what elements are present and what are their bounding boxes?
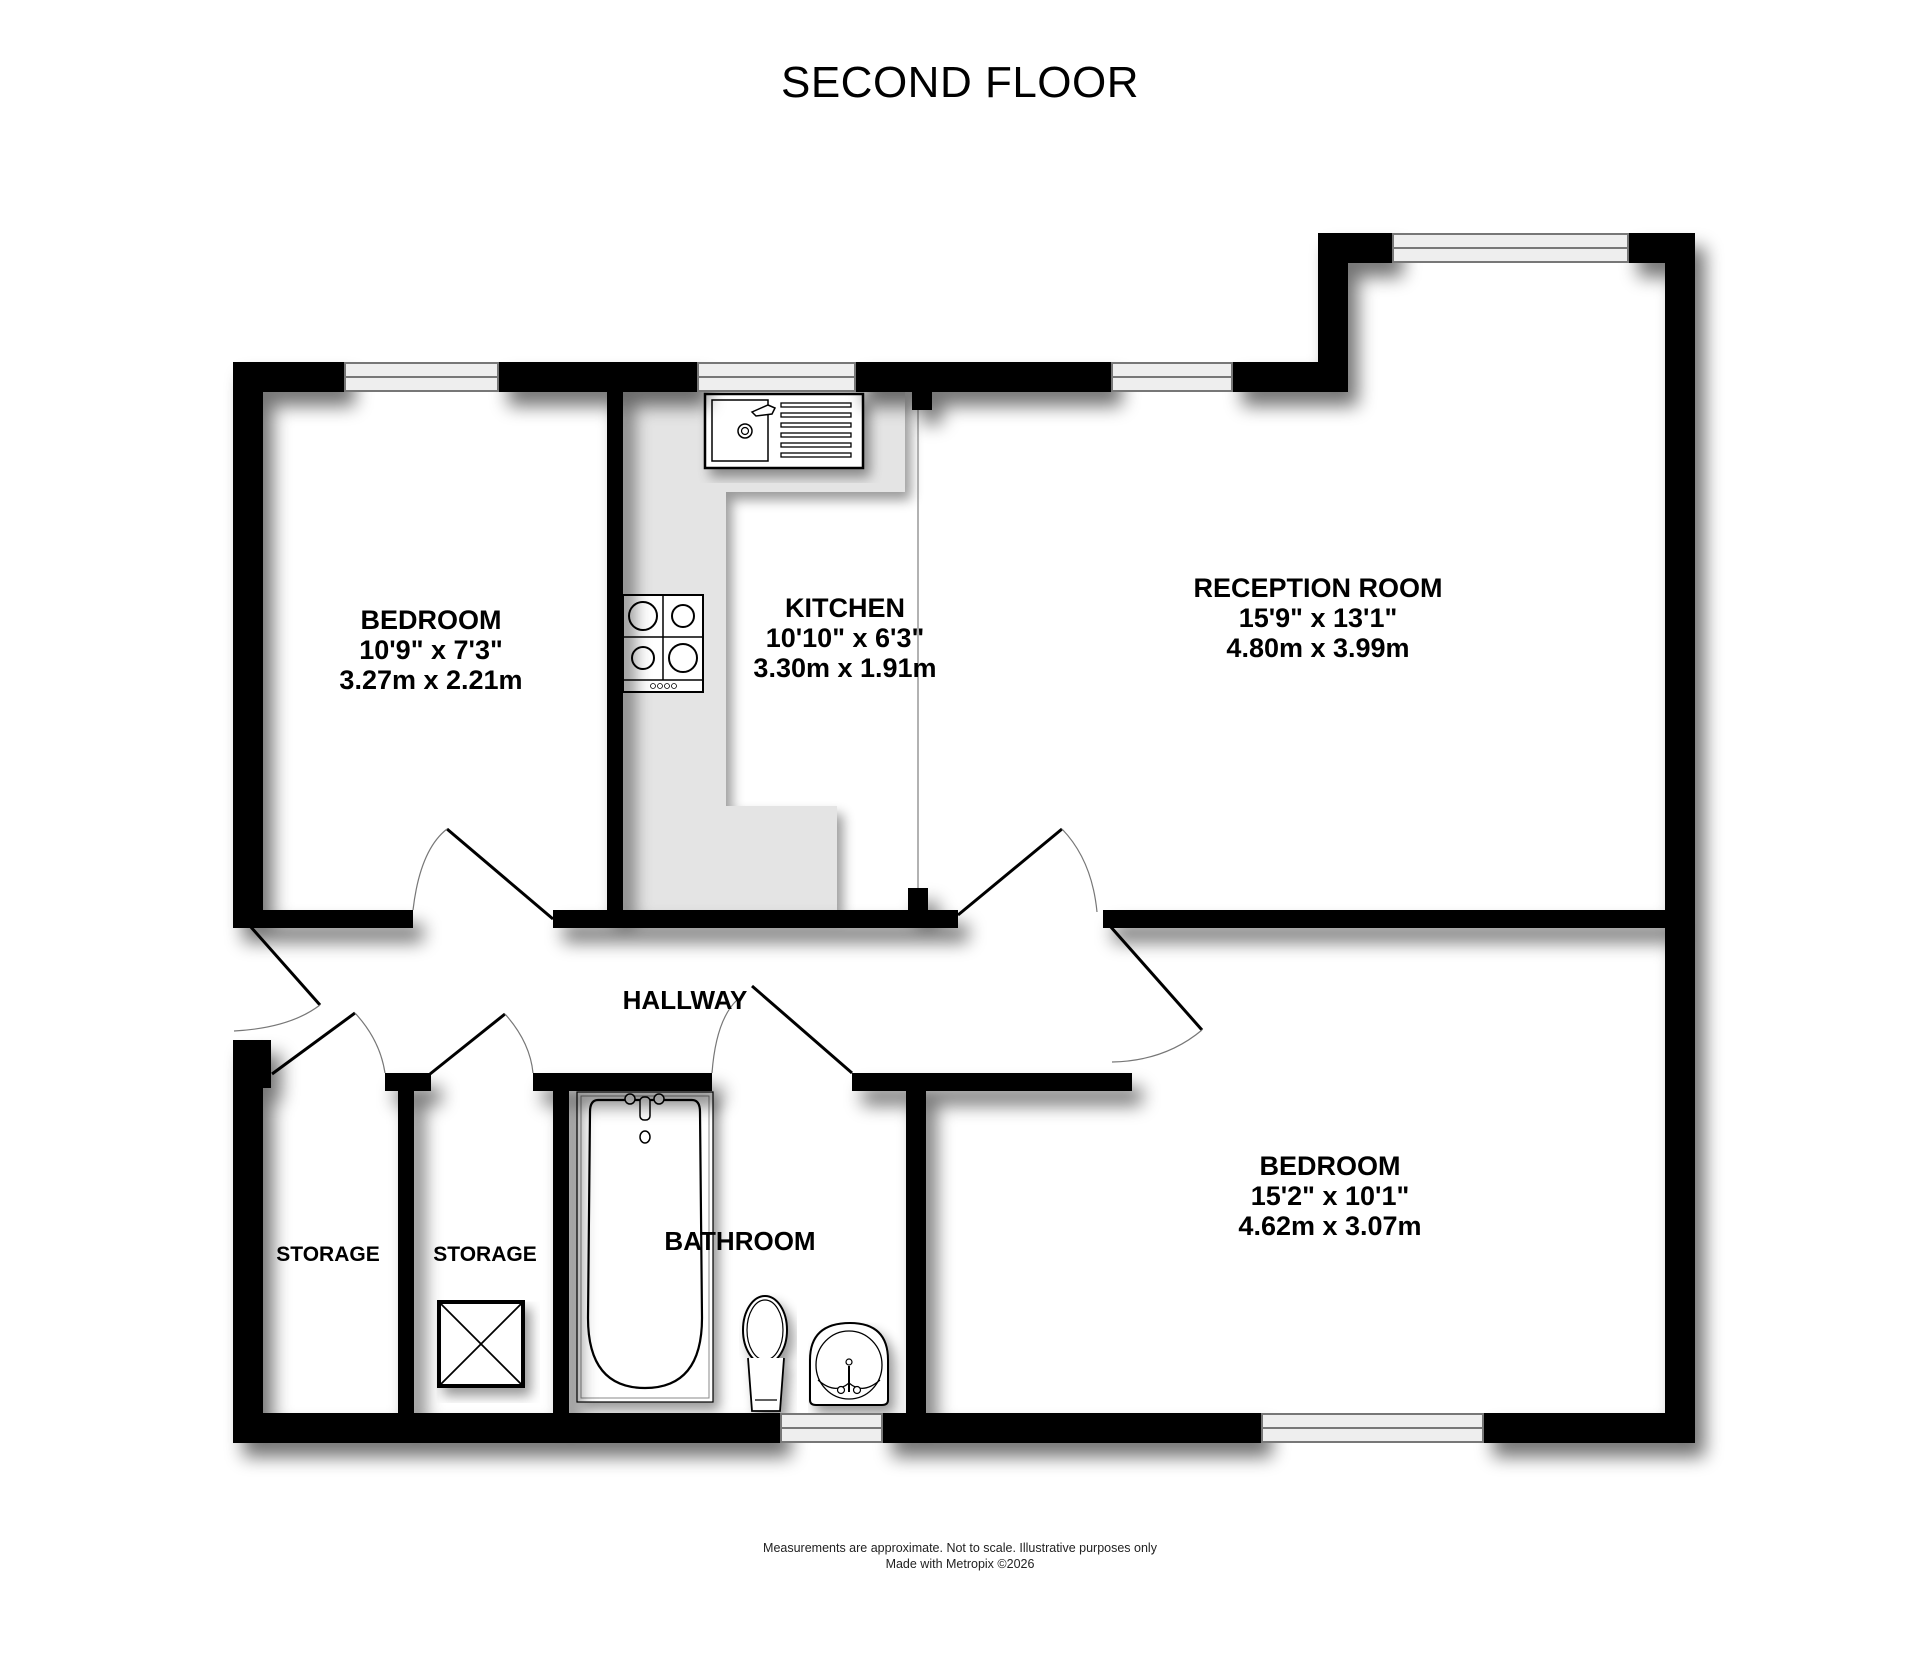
door-bedroom2 bbox=[1108, 925, 1204, 1063]
door-entrance bbox=[233, 925, 322, 1032]
room-label-storage1: STORAGE bbox=[276, 1243, 380, 1266]
doors bbox=[233, 827, 1204, 1076]
door-bedroom1 bbox=[412, 827, 554, 921]
room-dimensions-imperial: 15'2" x 10'1" bbox=[1250, 1181, 1410, 1212]
room-label-bathroom: BATHROOM bbox=[664, 1226, 816, 1256]
hob-icon bbox=[622, 594, 704, 693]
sink-icon bbox=[703, 392, 865, 470]
room-dimensions-metric: 3.27m x 2.21m bbox=[339, 665, 523, 696]
room-name: KITCHEN bbox=[784, 593, 905, 623]
room-dimensions-metric: 3.30m x 1.91m bbox=[753, 653, 937, 684]
boiler-icon bbox=[437, 1300, 525, 1388]
room-dimensions-metric: 4.62m x 3.07m bbox=[1238, 1211, 1422, 1242]
window-reception-1 bbox=[1111, 362, 1233, 392]
room-label-bedroom2: BEDROOM 15'2" x 10'1" 4.62m x 3.07m bbox=[1238, 1151, 1421, 1242]
footer: Measurements are approximate. Not to sca… bbox=[0, 1541, 1920, 1572]
room-dimensions-imperial: 15'9" x 13'1" bbox=[1238, 603, 1398, 634]
room-name: BEDROOM bbox=[1259, 1151, 1401, 1181]
room-label-kitchen: KITCHEN 10'10" x 6'3" 3.30m x 1.91m bbox=[753, 593, 936, 684]
room-label-reception: RECEPTION ROOM 15'9" x 13'1" 4.80m x 3.9… bbox=[1193, 573, 1442, 664]
room-dimensions-imperial: 10'9" x 7'3" bbox=[359, 635, 503, 666]
door-storage1 bbox=[271, 1011, 386, 1076]
room-label-storage2: STORAGE bbox=[433, 1243, 537, 1266]
windows bbox=[344, 233, 1629, 1443]
room-name: RECEPTION ROOM bbox=[1193, 573, 1443, 603]
footer-credit: Made with Metropix ©2026 bbox=[885, 1556, 1035, 1571]
walls bbox=[233, 233, 1695, 1443]
room-dimensions-metric: 4.80m x 3.99m bbox=[1226, 633, 1410, 664]
door-reception bbox=[957, 827, 1098, 917]
room-label-bedroom1: BEDROOM 10'9" x 7'3" 3.27m x 2.21m bbox=[339, 605, 522, 696]
room-name: BEDROOM bbox=[360, 605, 502, 635]
window-bedroom1 bbox=[344, 362, 499, 392]
bath-icon bbox=[576, 1091, 714, 1403]
window-kitchen bbox=[697, 362, 856, 392]
basin-icon bbox=[809, 1321, 889, 1406]
floor-title: SECOND FLOOR bbox=[780, 58, 1140, 107]
window-reception-bay bbox=[1392, 233, 1629, 263]
toilet-icon bbox=[742, 1295, 788, 1412]
room-label-hallway: HALLWAY bbox=[622, 985, 748, 1015]
footer-disclaimer: Measurements are approximate. Not to sca… bbox=[763, 1541, 1157, 1555]
room-dimensions-imperial: 10'10" x 6'3" bbox=[765, 623, 925, 654]
door-storage2 bbox=[429, 1012, 534, 1076]
window-bathroom bbox=[780, 1413, 883, 1443]
window-bedroom2 bbox=[1261, 1413, 1484, 1443]
door-bathroom bbox=[711, 984, 853, 1075]
